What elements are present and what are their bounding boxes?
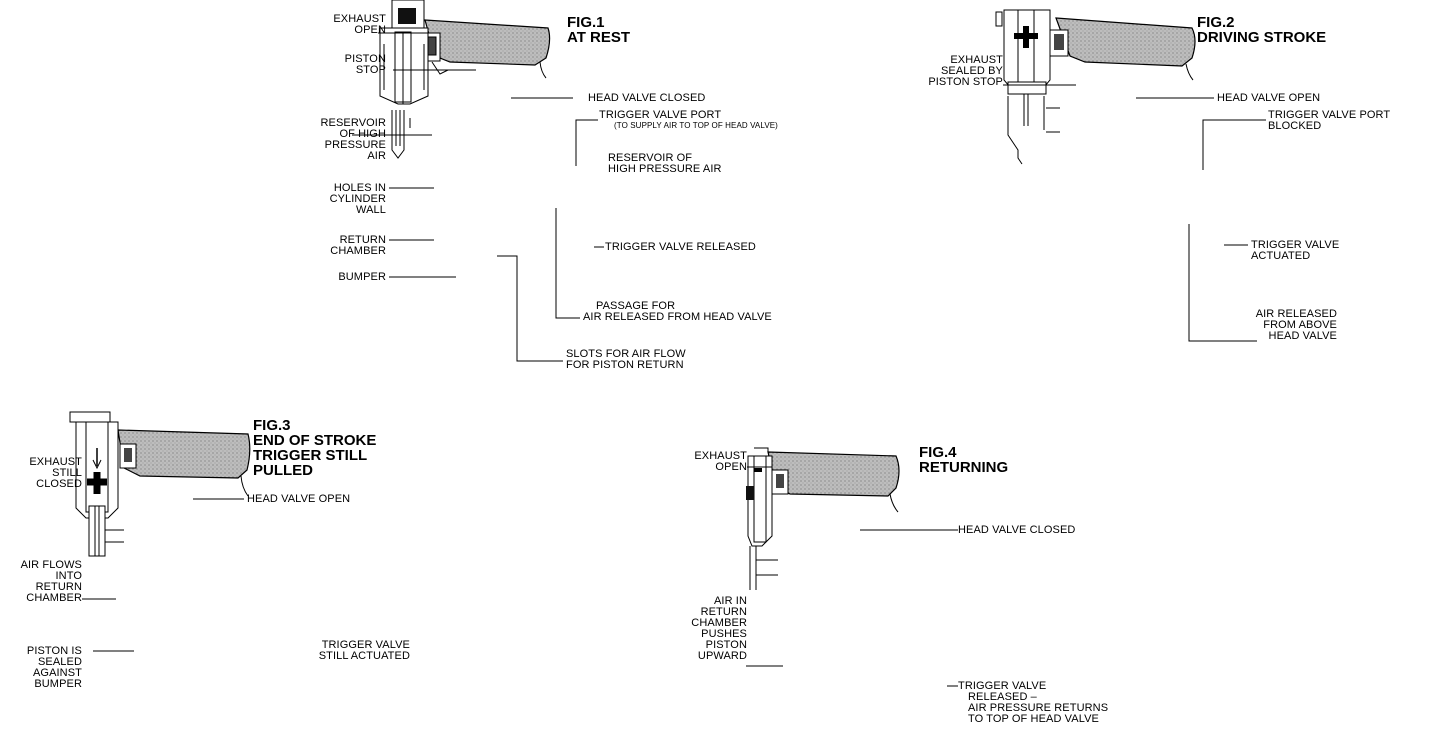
fig2-title: FIG.2 DRIVING STROKE <box>1197 15 1326 45</box>
fig1-label-trigger-port-note: (TO SUPPLY AIR TO TOP OF HEAD VALVE) <box>614 121 778 130</box>
fig2-label-head-valve-open: HEAD VALVE OPEN <box>1217 92 1321 104</box>
fig3-leader-lines <box>82 498 244 652</box>
fig2-title-number: FIG.2 <box>1197 14 1235 31</box>
fig4-label-trigger-released: TRIGGER VALVE RELEASED – AIR PRESSURE RE… <box>958 680 1109 725</box>
fig2-title-text: DRIVING STROKE <box>1197 29 1327 46</box>
fig4-label-head-valve-closed: HEAD VALVE CLOSED <box>958 524 1076 536</box>
fig4-title-number: FIG.4 <box>919 444 957 461</box>
fig3-label-head-valve-open: HEAD VALVE OPEN <box>247 493 351 505</box>
fig1-title-text: AT REST <box>567 29 631 46</box>
fig1-nailer-illustration <box>379 0 551 159</box>
fig2-nailer-illustration <box>995 9 1196 165</box>
fig1-label-trigger-valve-port: TRIGGER VALVE PORT (TO SUPPLY AIR TO TOP… <box>599 109 778 131</box>
fig3-nailer-illustration <box>69 411 251 557</box>
fig4-title: FIG.4 RETURNING <box>919 445 1008 475</box>
fig4-nailer-illustration <box>746 447 900 590</box>
fig1-label-bumper: BUMPER <box>338 271 386 283</box>
fig4-title-text: RETURNING <box>919 459 1009 476</box>
fig2-leader-lines <box>1003 84 1266 342</box>
fig1-leader-lines <box>352 32 604 362</box>
fig3-title: FIG.3 END OF STROKE TRIGGER STILL PULLED <box>253 417 377 479</box>
fig4-leader-lines <box>746 466 958 687</box>
fig1-label-trigger-released: TRIGGER VALVE RELEASED <box>605 241 756 253</box>
fig3-title-number: FIG.3 <box>253 417 291 434</box>
fig1-title: FIG.1 AT REST <box>567 15 630 45</box>
fig1-label-head-valve-closed: HEAD VALVE CLOSED <box>588 92 706 104</box>
fig1-title-number: FIG.1 <box>567 14 605 31</box>
